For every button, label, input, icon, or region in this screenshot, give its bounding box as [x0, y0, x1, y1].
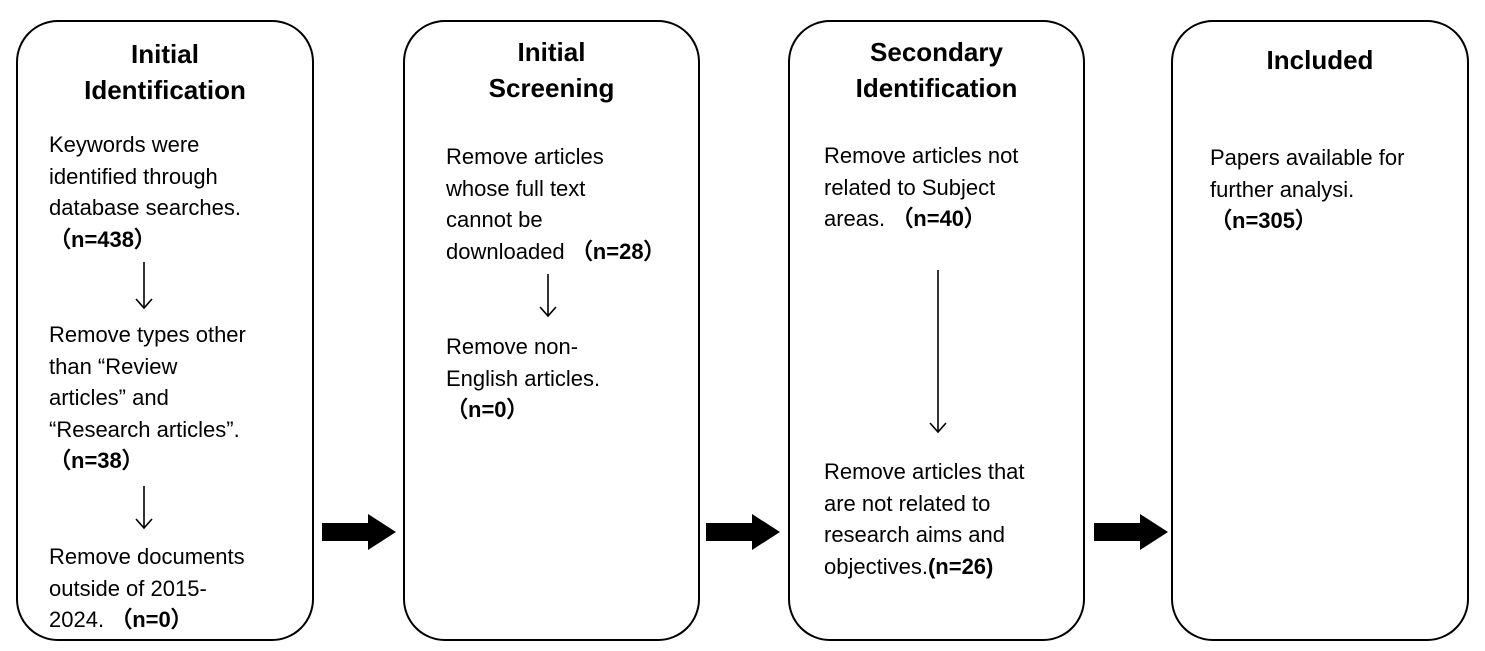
count-label: （n=28） — [570, 238, 666, 264]
step-non-english: Remove non- English articles. （n=0） — [446, 331, 600, 426]
down-arrow-icon — [539, 274, 557, 318]
down-arrow-icon — [929, 270, 947, 434]
count-label: （n=0） — [110, 607, 193, 632]
step-keywords: Keywords were identified through databas… — [49, 129, 241, 255]
step-remove-types: Remove types other than “Review articles… — [49, 319, 246, 477]
right-arrow-icon — [322, 514, 396, 550]
down-arrow-icon — [135, 262, 153, 310]
stage-title: Included — [1266, 45, 1374, 75]
stage-secondary-identification: Secondary Identification Remove articles… — [788, 20, 1085, 641]
count-label: （n=40） — [891, 206, 987, 231]
count-label: （n=438） — [49, 226, 156, 252]
right-arrow-icon — [1094, 514, 1168, 550]
stage-title: Initial Identification — [84, 39, 246, 105]
step-remove-documents: Remove documents outside of 2015- 2024. … — [49, 544, 245, 632]
stage-title: Initial Screening — [488, 37, 615, 103]
stage-title: Secondary Identification — [855, 37, 1018, 103]
right-arrow-icon — [706, 514, 780, 550]
step-full-text: Remove articles whose full text cannot b… — [446, 144, 666, 264]
count-label: （n=0） — [446, 397, 529, 422]
step-subject-areas: Remove articles not related to Subject a… — [824, 143, 1019, 231]
step-papers-available: Papers available for further analysi. （n… — [1210, 142, 1404, 237]
count-label: （n=38） — [49, 448, 144, 473]
count-label: （n=305） — [1210, 208, 1317, 233]
step-research-aims: Remove articles that are not related to … — [824, 459, 1025, 579]
stage-included: Included Papers available for further an… — [1171, 20, 1469, 641]
count-label: (n=26) — [927, 553, 994, 579]
stage-initial-identification: Initial Identification Keywords were ide… — [16, 20, 314, 641]
stage-initial-screening: Initial Screening Remove articles whose … — [403, 20, 700, 641]
down-arrow-icon — [135, 486, 153, 530]
